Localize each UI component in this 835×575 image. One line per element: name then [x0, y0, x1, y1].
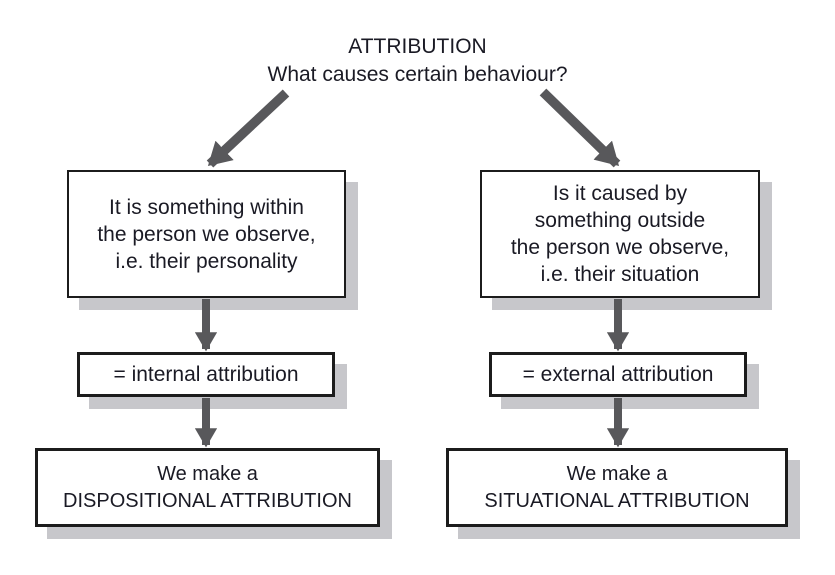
arrow-title-to-external-icon	[539, 88, 621, 168]
arrow-title-to-internal-icon	[206, 89, 290, 168]
internal-attribution-box: = internal attribution	[77, 352, 335, 397]
external-cause-line1: Is it caused by	[552, 182, 688, 205]
external-attribution-label: = external attribution	[522, 362, 714, 386]
external-attribution-box: = external attribution	[489, 352, 747, 397]
internal-cause-line2: the person we observe,	[97, 222, 316, 246]
internal-attribution-label: = internal attribution	[113, 362, 299, 386]
dispositional-conclusion-line1: We make a	[157, 462, 258, 485]
diagram-title: ATTRIBUTION What causes certain behaviou…	[0, 33, 835, 89]
internal-cause-line3: i.e. their personality	[115, 249, 298, 273]
situational-attribution-box: We make a SITUATIONAL ATTRIBUTION	[446, 448, 788, 527]
dispositional-attribution-box: We make a DISPOSITIONAL ATTRIBUTION	[35, 448, 380, 527]
internal-cause-line1: It is something within	[109, 195, 304, 219]
internal-cause-box: It is something within the person we obs…	[67, 170, 346, 298]
external-cause-line4: i.e. their situation	[540, 263, 700, 286]
situational-conclusion-line1: We make a	[566, 462, 668, 485]
situational-conclusion-line2: SITUATIONAL ATTRIBUTION	[484, 489, 750, 512]
dispositional-conclusion-line2: DISPOSITIONAL ATTRIBUTION	[63, 489, 352, 512]
external-cause-box: Is it caused by something outside the pe…	[480, 170, 760, 298]
diagram-title-line1: ATTRIBUTION	[348, 35, 487, 58]
external-cause-line3: the person we observe,	[510, 236, 730, 259]
external-cause-line2: something outside	[534, 209, 706, 232]
diagram-title-line2: What causes certain behaviour?	[267, 63, 568, 86]
